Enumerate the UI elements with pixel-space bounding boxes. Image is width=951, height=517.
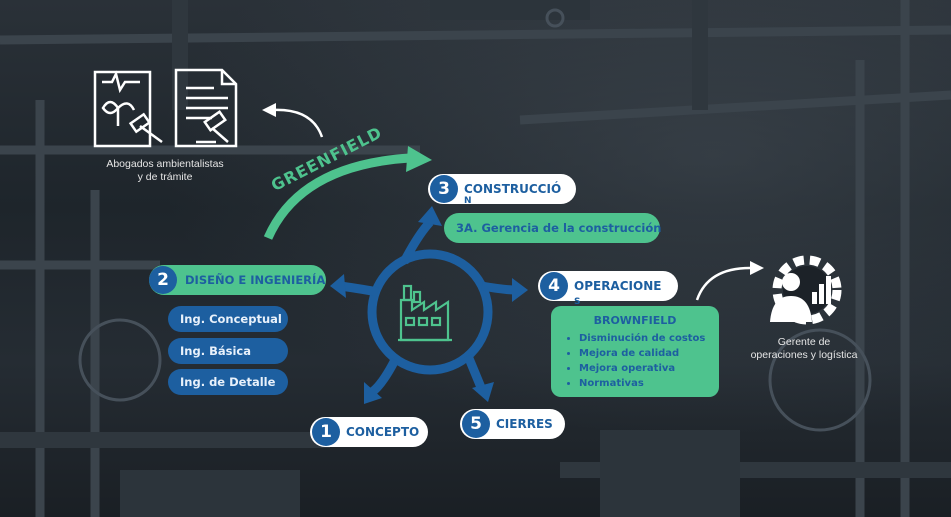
step-2-badge-wrap: 2 <box>147 265 179 295</box>
arrow-up <box>418 206 442 226</box>
step-3-number: 3 <box>430 175 458 203</box>
manager-caption-line1: Gerente de <box>777 336 831 348</box>
step-2-label: DISEÑO E INGENIERÍA <box>185 273 326 287</box>
lawyers-caption-line1: Abogados ambientalistas <box>106 158 224 170</box>
step-3a-gerencia: 3A. Gerencia de la construcción <box>444 213 662 243</box>
step-4-number: 4 <box>540 272 568 300</box>
step-3-label: CONSTRUCCIÓ <box>464 182 562 196</box>
brownfield-item: Normativas <box>579 376 705 391</box>
brownfield-item: Mejora operativa <box>579 361 705 376</box>
manager-gear-icon <box>770 255 842 325</box>
arrow-down-left <box>364 382 382 404</box>
step-2-diseno: DISEÑO E INGENIERÍA <box>149 265 326 295</box>
step-1-label: CONCEPTO <box>346 425 420 439</box>
arrow-to-lawyers-head <box>262 103 276 117</box>
eng-conceptual: Ing. Conceptual <box>168 306 288 332</box>
lawyers-caption: Abogados ambientalistas y de trámite <box>90 158 240 184</box>
step-3-construccion: 3 CONSTRUCCIÓ N <box>428 174 576 206</box>
step-3-label-wrap: N <box>464 196 472 206</box>
environmental-document-icon <box>93 70 163 148</box>
manager-caption-line2: operaciones y logística <box>750 349 858 361</box>
arrow-to-manager <box>695 266 751 301</box>
step-2-number: 2 <box>149 266 177 294</box>
brownfield-title: BROWNFIELD <box>593 314 677 327</box>
arrow-left <box>330 274 346 298</box>
legal-document-icon <box>174 68 238 148</box>
step-5-number: 5 <box>462 410 490 438</box>
arrow-to-lawyers <box>271 108 324 138</box>
step-4-label-wrap: S <box>574 297 581 307</box>
step-3a-label: 3A. Gerencia de la construcción <box>456 221 662 235</box>
manager-caption: Gerente de operaciones y logística <box>735 336 873 362</box>
arrow-to-manager-head <box>750 261 764 275</box>
step-5-label: CIERRES <box>496 417 553 431</box>
arrow-down-right <box>472 382 494 402</box>
lifecycle-ring <box>330 206 528 404</box>
brownfield-item: Mejora de calidad <box>579 346 705 361</box>
brownfield-item: Disminución de costos <box>579 331 705 346</box>
greenfield-arrow <box>263 153 411 240</box>
eng-basica: Ing. Básica <box>168 338 288 364</box>
step-1-number: 1 <box>312 418 340 446</box>
brownfield-list: Disminución de costos Mejora de calidad … <box>565 331 705 391</box>
greenfield-arrowhead <box>406 146 432 172</box>
step-5-cierres: 5 CIERRES <box>460 409 565 439</box>
arrow-right <box>512 278 528 302</box>
brownfield-box: BROWNFIELD Disminución de costos Mejora … <box>551 306 719 397</box>
factory-icon <box>398 284 452 342</box>
step-1-concepto: 1 CONCEPTO <box>310 417 428 447</box>
eng-detalle: Ing. de Detalle <box>168 369 288 395</box>
lawyers-caption-line2: y de trámite <box>137 171 193 183</box>
step-4-operaciones: 4 OPERACIONE <box>538 271 678 301</box>
step-4-label: OPERACIONE <box>574 279 662 293</box>
